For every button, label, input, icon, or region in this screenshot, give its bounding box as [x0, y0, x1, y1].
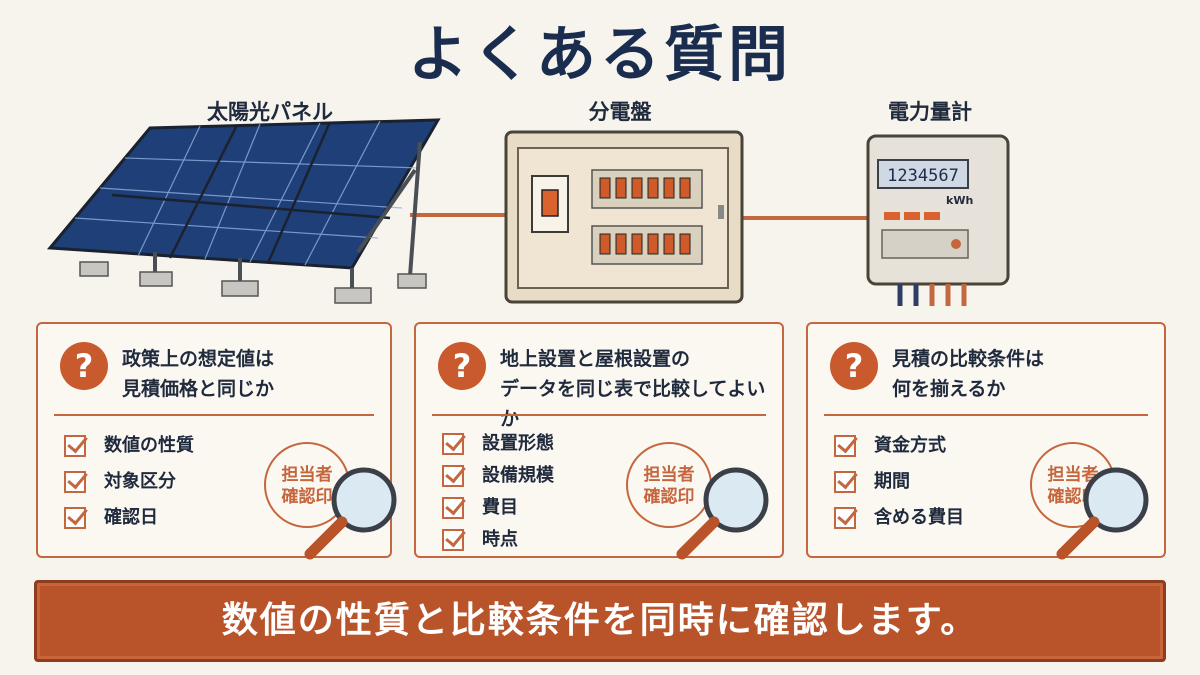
checklist-item: 費目	[442, 492, 554, 524]
distribution-board-icon	[504, 130, 744, 304]
faq-card-3: ? 見積の比較条件は 何を揃えるか 資金方式 期間 含める費目 担当者 確認印	[806, 322, 1166, 560]
meter-unit: kWh	[946, 194, 973, 207]
question-icon: ?	[438, 342, 486, 390]
question-text: 政策上の想定値は 見積価格と同じか	[122, 348, 275, 400]
checklist-item: 期間	[834, 464, 964, 500]
question-icon: ?	[830, 342, 878, 390]
magnifier-icon	[1056, 467, 1149, 560]
power-meter-label: 電力量計	[888, 100, 972, 124]
magnifier-icon	[304, 467, 397, 560]
checkbox-icon	[834, 435, 856, 457]
checklist-item: 数値の性質	[64, 428, 194, 464]
question-text: 見積の比較条件は 何を揃えるか	[892, 348, 1045, 400]
checklist-item: 資金方式	[834, 428, 964, 464]
checklist-item: 設置形態	[442, 428, 554, 460]
checklist: 設置形態 設備規模 費目 時点	[442, 428, 554, 556]
distribution-board-label: 分電盤	[588, 100, 652, 124]
summary-banner: 数値の性質と比較条件を同時に確認します。	[34, 580, 1166, 662]
checkbox-icon	[834, 471, 856, 493]
checkbox-icon	[64, 471, 86, 493]
checklist-item: 時点	[442, 524, 554, 556]
solar-panel-icon	[46, 118, 441, 304]
magnifier-icon	[676, 467, 769, 560]
checklist-item: 設備規模	[442, 460, 554, 492]
power-meter-icon: 1234567 kWh	[866, 134, 1010, 306]
checkbox-icon	[442, 497, 464, 519]
checklist: 資金方式 期間 含める費目	[834, 428, 964, 536]
checkbox-icon	[442, 529, 464, 551]
checkbox-icon	[442, 465, 464, 487]
meter-display: 1234567	[887, 166, 959, 186]
confirmation-stamp: 担当者 確認印	[626, 442, 712, 528]
page-title: よくある質問	[408, 20, 792, 90]
checkbox-icon	[834, 507, 856, 529]
solar-panel-label: 太陽光パネル	[207, 100, 333, 124]
question-icon: ?	[60, 342, 108, 390]
checklist: 数値の性質 対象区分 確認日	[64, 428, 194, 536]
checkbox-icon	[442, 433, 464, 455]
checklist-item: 対象区分	[64, 464, 194, 500]
checklist-item: 確認日	[64, 500, 194, 536]
divider	[432, 414, 766, 416]
divider	[824, 414, 1148, 416]
checkbox-icon	[64, 507, 86, 529]
faq-card-1: ? 政策上の想定値は 見積価格と同じか 数値の性質 対象区分 確認日 担当者 確…	[36, 322, 397, 560]
faq-card-2: ? 地上設置と屋根設置の データを同じ表で比較してよいか 設置形態 設備規模 費…	[414, 322, 784, 560]
divider	[54, 414, 374, 416]
checkbox-icon	[64, 435, 86, 457]
equipment-illustration: 1234567 kWh	[46, 118, 1010, 306]
question-text: 地上設置と屋根設置の データを同じ表で比較してよいか	[500, 348, 766, 430]
checklist-item: 含める費目	[834, 500, 964, 536]
